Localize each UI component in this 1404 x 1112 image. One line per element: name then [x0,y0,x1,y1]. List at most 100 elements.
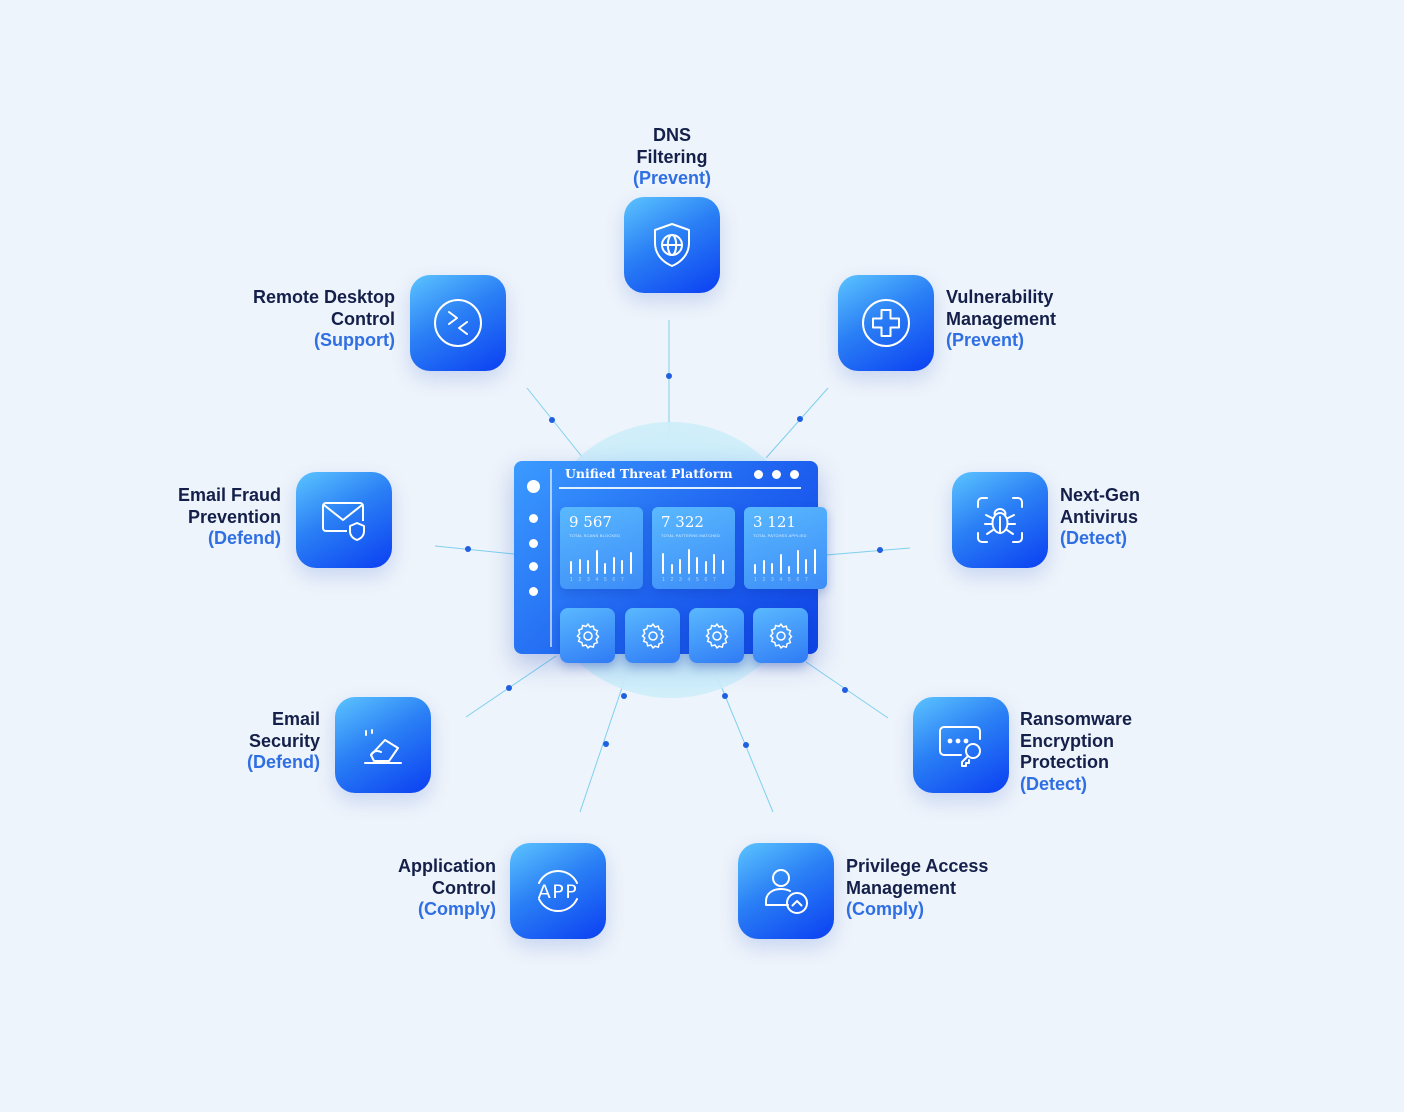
ransomware-encryption-protection-tile[interactable] [913,697,1009,793]
mini-bar [662,553,664,574]
mini-bar [796,550,799,574]
email-security-tile[interactable] [335,697,431,793]
mini-bar [604,563,606,574]
sidebar-dot [529,539,538,548]
privilege-access-management-tile[interactable] [738,843,834,939]
mini-bar [788,566,790,574]
app-icon: APP [538,870,578,912]
mini-bar [771,563,773,574]
mini-bar-tick: 1 [754,577,757,583]
mini-bar-tick: 2 [578,577,582,583]
remote-desktop-control-label: Remote Desktop Control (Support) [252,287,395,350]
password-key-icon [939,726,981,767]
window-dot [754,470,763,479]
email-fraud-prevention-label: Email Fraud Prevention (Defend) [177,485,281,548]
mini-bar-tick: 3 [771,577,774,583]
mini-bar-tick: 6 [704,577,708,583]
dashboard-title: Unified Threat Platform [565,466,733,481]
mini-bar [754,564,756,574]
next-gen-antivirus-label: Next-Gen Antivirus (Detect) [1060,485,1141,548]
stat-value: 3 121 [753,513,796,531]
window-dot [772,470,781,479]
settings-tile[interactable] [560,608,615,663]
mini-bar [612,557,615,574]
next-gen-antivirus-tile[interactable] [952,472,1048,568]
settings-tile[interactable] [753,608,808,663]
shield-globe-icon [654,223,690,267]
mini-bar [704,561,707,574]
vulnerability-management-label: Vulnerability Management (Prevent) [946,287,1057,350]
mini-bar [713,554,715,574]
mini-bar [762,560,765,574]
title-underline [559,487,801,489]
remote-arrows-icon [434,299,482,347]
medical-cross-icon [862,299,910,347]
mini-bar [721,560,724,574]
stat-caption: TOTAL PATTERNS MATCHED [661,533,721,538]
application-control-tile[interactable]: APP [510,843,606,939]
mini-bar-tick: 7 [713,577,716,583]
mini-bar-tick: 2 [670,577,674,583]
mini-bar-tick: 6 [612,577,616,583]
mini-bar [578,559,581,574]
ransomware-encryption-protection-label: Ransomware Encryption Protection (Detect… [1020,709,1133,794]
gear-icon [575,622,599,649]
mini-bar-tick: 3 [587,577,590,583]
mini-bar [779,554,782,574]
mini-bar [621,560,623,574]
gear-icon [768,622,792,649]
sidebar-dot [529,514,538,523]
sidebar-divider [550,469,552,647]
mail-shield-icon [322,502,365,541]
mini-bar-tick: 5 [788,577,791,583]
sidebar-dot [527,480,540,493]
mini-bar [629,552,632,574]
mini-bar-tick: 4 [687,577,691,583]
stat-caption: TOTAL SCANS BLOCKED [569,533,621,538]
mini-bar [570,561,572,574]
mini-bar [687,549,690,574]
mini-bar [813,549,816,574]
mini-bar-tick: 4 [595,577,599,583]
bug-scan-icon [977,497,1023,543]
email-fraud-prevention-tile[interactable] [296,472,392,568]
mini-bar-tick: 4 [779,577,783,583]
dns-filtering-tile[interactable] [624,197,720,293]
mini-bar [595,550,598,574]
svg-text:APP: APP [538,881,578,903]
mini-bar [696,557,698,574]
gear-icon [640,622,664,649]
mini-bar-tick: 7 [621,577,624,583]
email-security-label: Email Security (Defend) [247,709,320,772]
stat-value: 7 322 [661,513,704,531]
gear-icon [704,622,728,649]
stat-value: 9 567 [569,513,612,531]
privilege-access-management-label: Privilege Access Management (Comply) [846,856,989,919]
vulnerability-management-tile[interactable] [838,275,934,371]
user-privilege-icon [765,869,808,914]
sidebar-dot [529,587,538,596]
stat-caption: TOTAL PATCHES APPLIED [753,533,807,538]
eraser-icon [364,729,402,764]
mini-bar-tick: 6 [796,577,800,583]
application-control-label: Application Control (Comply) [398,856,496,919]
mini-bar [587,560,589,574]
mini-bar-tick: 1 [570,577,573,583]
settings-tile[interactable] [625,608,680,663]
unified-threat-platform-dashboard: Unified Threat Platform 9 567 TOTAL SCAN… [514,461,827,663]
dns-filtering-label: DNS Filtering (Prevent) [632,125,712,188]
mini-bar [670,564,673,574]
remote-desktop-control-tile[interactable] [410,275,506,371]
mini-bar-tick: 1 [662,577,665,583]
mini-bar-tick: 5 [696,577,699,583]
mini-bar-tick: 2 [762,577,766,583]
window-dot [790,470,799,479]
settings-tile[interactable] [689,608,744,663]
mini-bar-tick: 5 [604,577,607,583]
mini-bar [679,559,681,574]
mini-bar-tick: 3 [679,577,682,583]
mini-bar-tick: 7 [805,577,808,583]
